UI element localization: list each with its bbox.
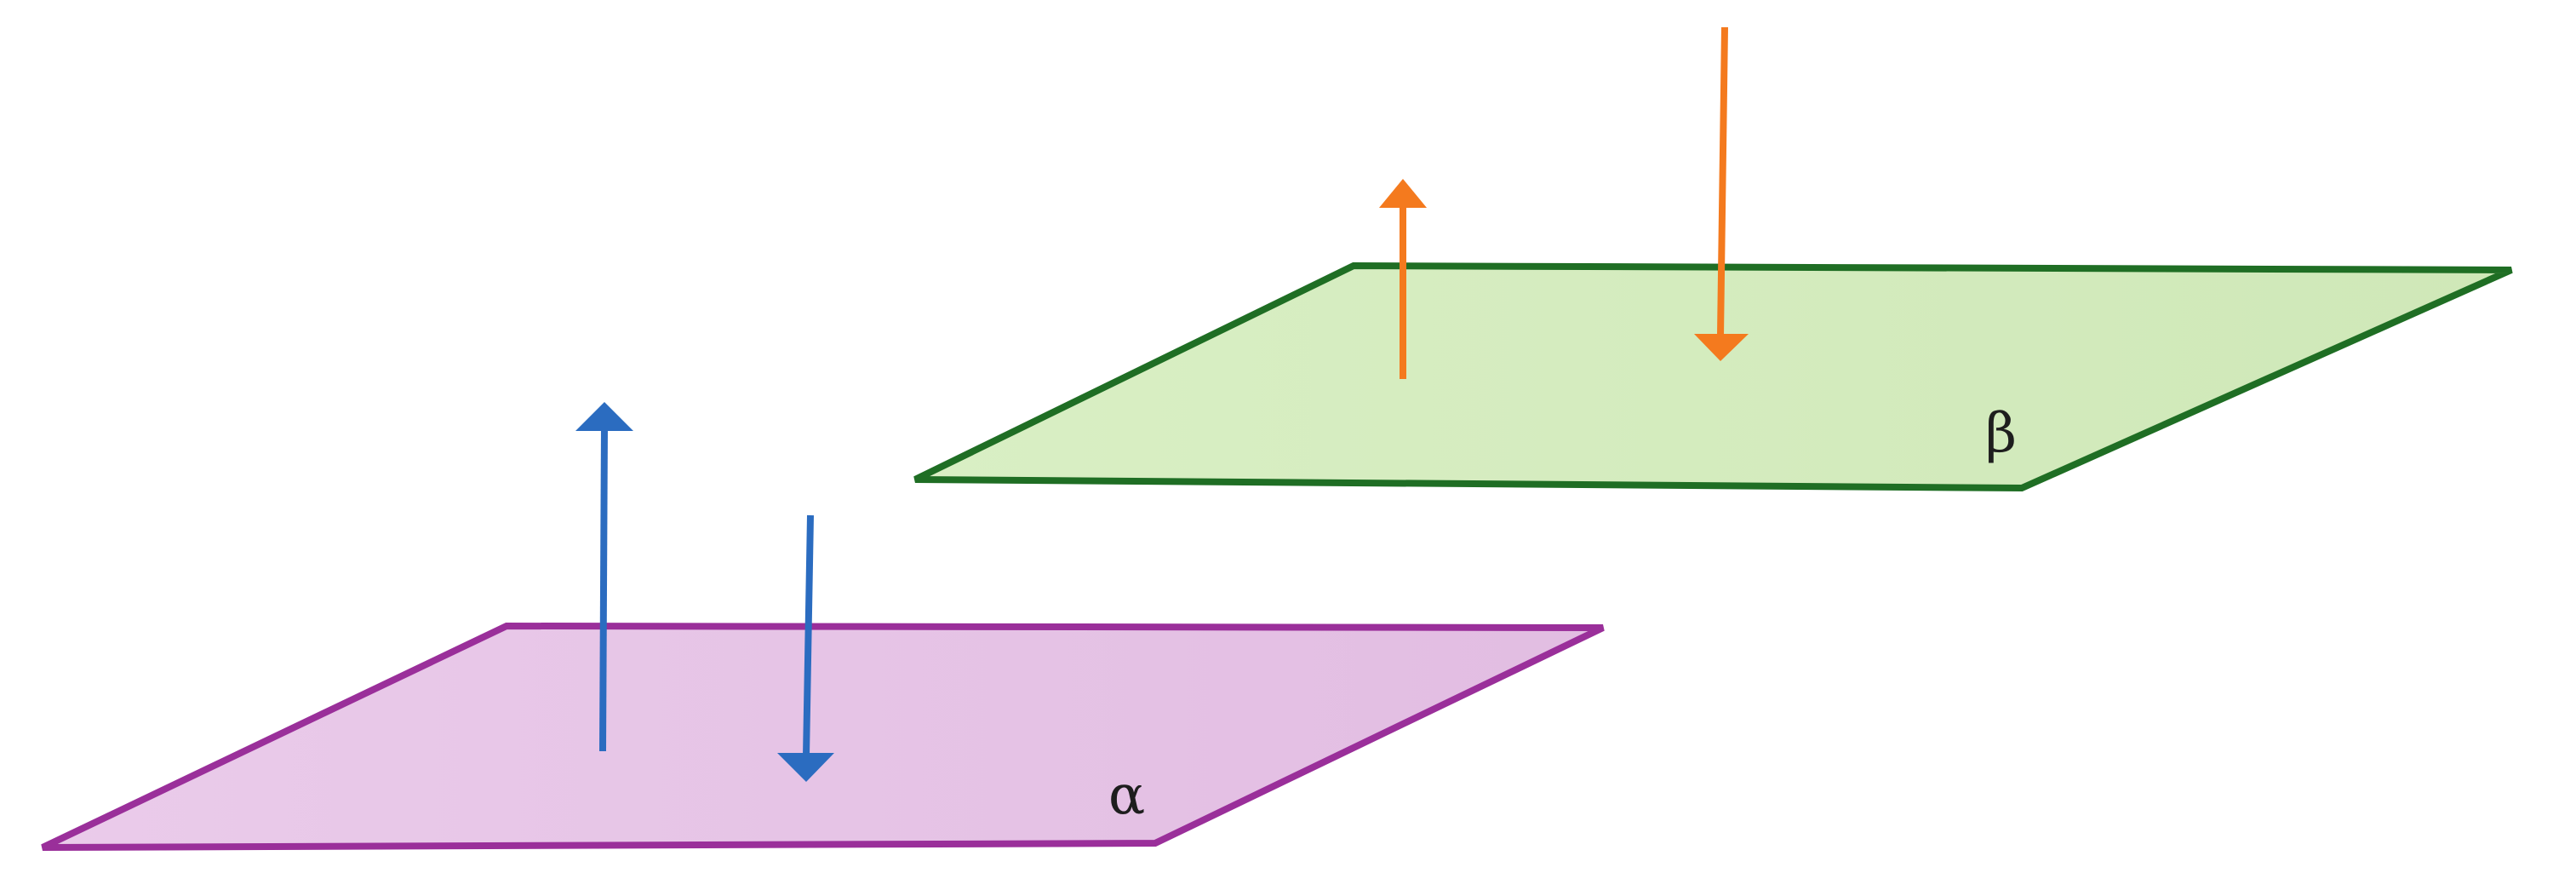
beta-down-arrow: [1694, 26, 1749, 361]
alpha-down-arrow: [777, 514, 834, 782]
plane-alpha-label: α: [1108, 764, 1145, 827]
plane-alpha-surface: [41, 622, 1605, 851]
plane-alpha: [41, 622, 1605, 851]
plane-beta: [913, 261, 2513, 492]
beta-up-arrow: [1379, 179, 1427, 379]
plane-beta-surface: [913, 261, 2513, 492]
alpha-up-arrow: [575, 402, 633, 752]
plane-beta-label: β: [1985, 402, 2017, 465]
